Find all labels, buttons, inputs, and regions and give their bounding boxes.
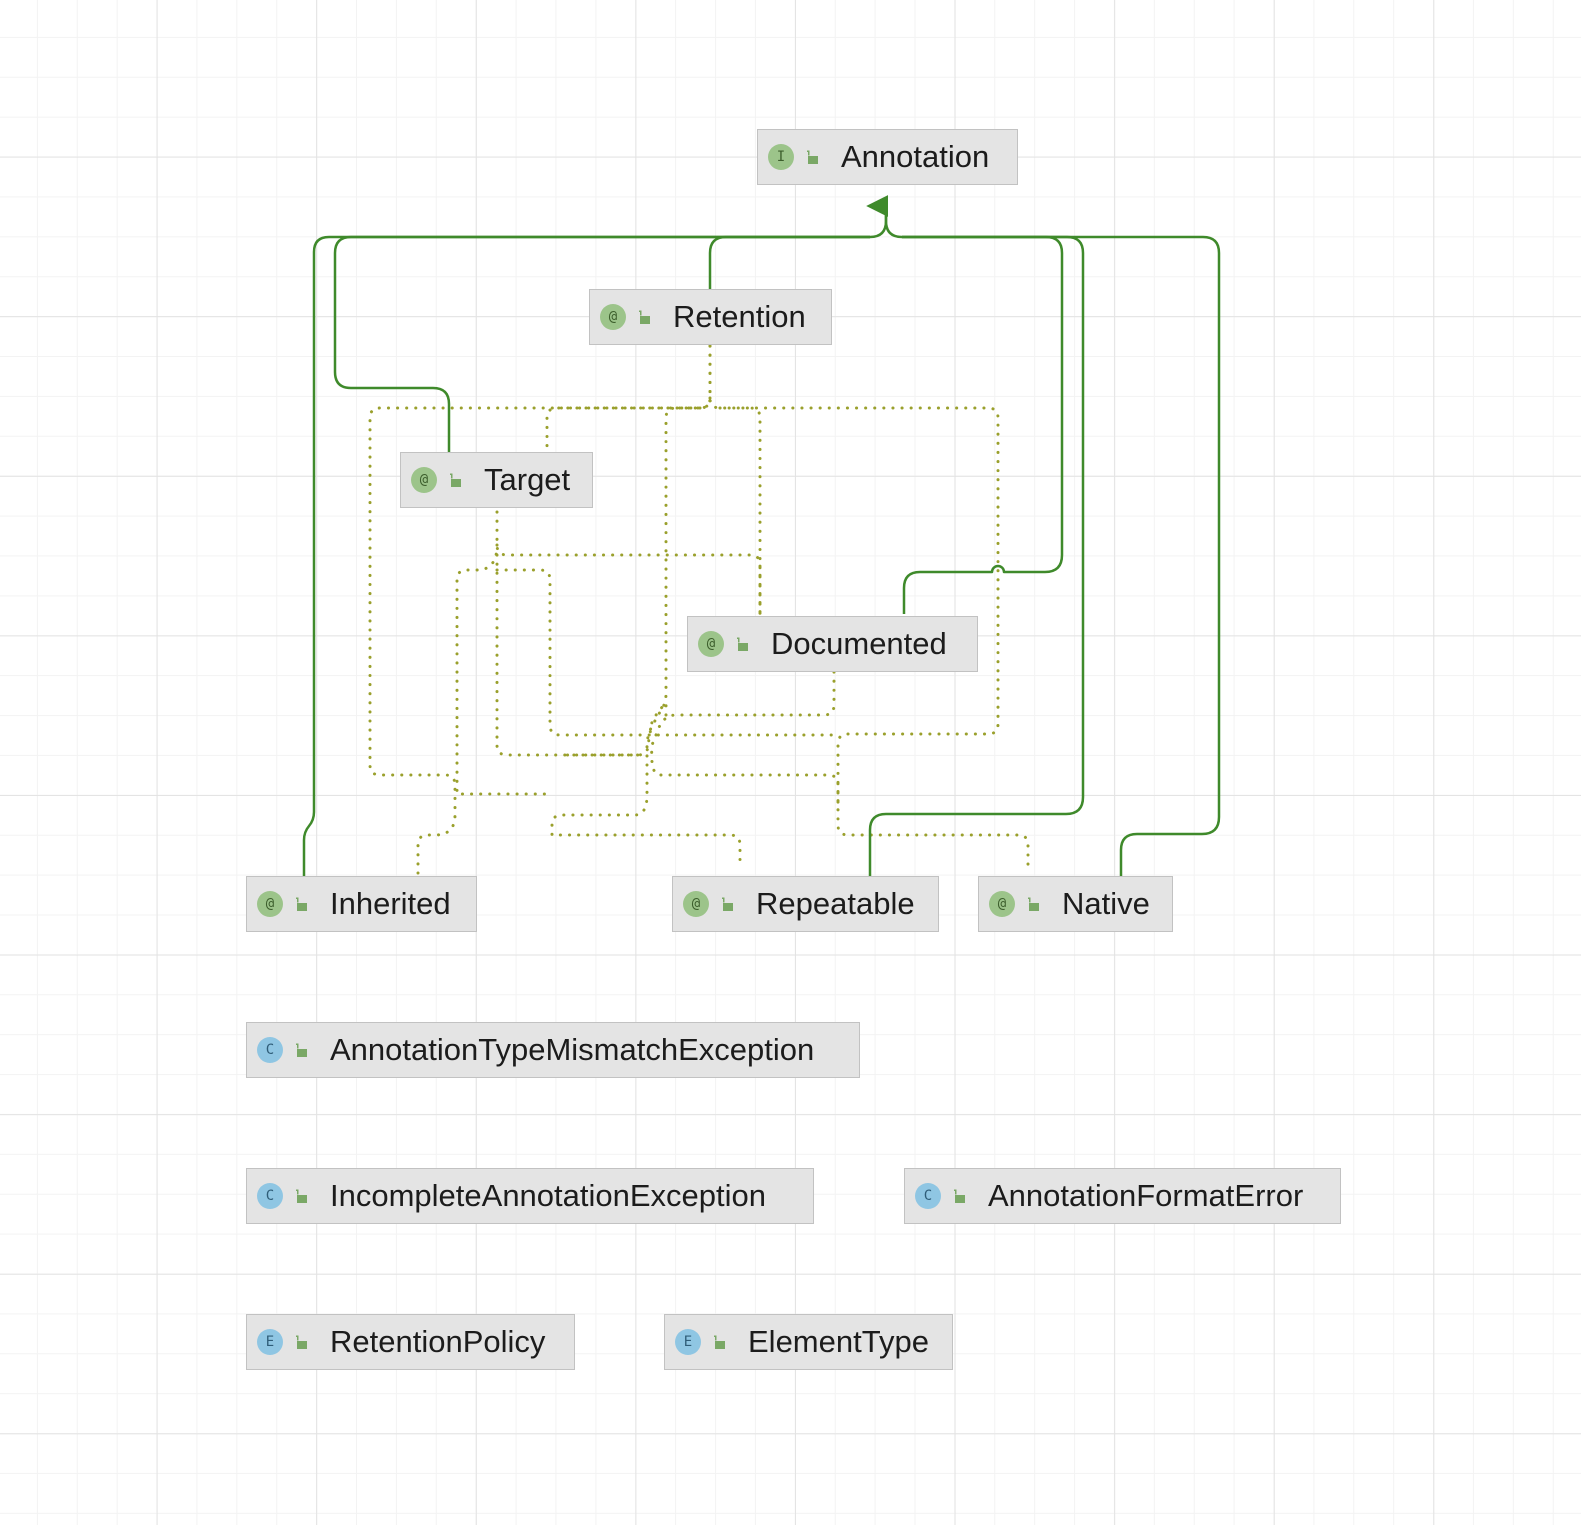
unlocked-padlock-icon [954, 1189, 965, 1203]
node-label: Repeatable [756, 886, 915, 921]
node-label: Inherited [330, 886, 451, 921]
node-annotation-format-error[interactable]: C AnnotationFormatError [904, 1168, 1341, 1224]
node-annotation[interactable]: I Annotation [757, 129, 1018, 185]
node-retention[interactable]: @ Retention [589, 289, 832, 345]
annotation-icon: @ [989, 891, 1015, 917]
node-inherited[interactable]: @ Inherited [246, 876, 477, 932]
annotation-icon: @ [411, 467, 437, 493]
annotation-icon: @ [683, 891, 709, 917]
node-label: Native [1062, 886, 1150, 921]
dependency-edge-retention-repeatable [550, 406, 742, 869]
inheritance-edge-documented [884, 220, 1064, 614]
class-icon: C [915, 1183, 941, 1209]
unlocked-padlock-icon [1028, 897, 1039, 911]
dependency-edge-target-documented [495, 510, 762, 616]
dependency-edges [368, 344, 1030, 877]
node-annotation-type-mismatch-exception[interactable]: C AnnotationTypeMismatchException [246, 1022, 860, 1078]
node-repeatable[interactable]: @ Repeatable [672, 876, 939, 932]
inheritance-edge-repeatable [868, 235, 1085, 876]
annotation-icon: @ [600, 304, 626, 330]
node-label: IncompleteAnnotationException [330, 1178, 767, 1213]
enum-icon: E [675, 1329, 701, 1355]
inheritance-edges [302, 195, 1221, 876]
unlocked-padlock-icon [296, 897, 307, 911]
unlocked-padlock-icon [722, 897, 733, 911]
enum-icon: E [257, 1329, 283, 1355]
node-label: Target [484, 462, 571, 497]
class-icon: C [257, 1037, 283, 1063]
dependency-edge-target-inherited [455, 543, 549, 796]
inheritance-edge-retention [708, 235, 870, 289]
dependency-edge-target-repeatable [495, 553, 647, 757]
dependency-edge-documented-inherited [558, 701, 668, 757]
dependency-edge-documented-repeatable [650, 670, 840, 807]
node-documented[interactable]: @ Documented [687, 616, 978, 672]
interface-icon: I [768, 144, 794, 170]
node-element-type[interactable]: E ElementType [664, 1314, 953, 1370]
dependency-edge-retention-native [718, 406, 1030, 869]
unlocked-padlock-icon [737, 637, 748, 651]
dependency-edge-target-native [495, 568, 840, 737]
node-incomplete-annotation-exception[interactable]: C IncompleteAnnotationException [246, 1168, 814, 1224]
node-label: Documented [771, 626, 947, 661]
unlocked-padlock-icon [639, 310, 650, 324]
node-label: Annotation [841, 139, 990, 174]
node-label: AnnotationFormatError [988, 1178, 1304, 1213]
node-target[interactable]: @ Target [400, 452, 593, 508]
unlocked-padlock-icon [296, 1043, 307, 1057]
inheritance-edge-inherited [302, 207, 888, 876]
class-icon: C [257, 1183, 283, 1209]
node-retention-policy[interactable]: E RetentionPolicy [246, 1314, 575, 1370]
dependency-edge-retention-inherited [368, 396, 712, 877]
unlocked-padlock-icon [296, 1189, 307, 1203]
node-label: Retention [673, 299, 806, 334]
node-label: RetentionPolicy [330, 1324, 546, 1359]
unlocked-padlock-icon [714, 1335, 725, 1349]
node-label: ElementType [748, 1324, 929, 1359]
inheritance-edge-target [333, 235, 870, 479]
unlocked-padlock-icon [807, 150, 818, 164]
dependency-edge-retention-documented [708, 344, 762, 616]
unlocked-padlock-icon [450, 473, 461, 487]
annotation-icon: @ [257, 891, 283, 917]
unlocked-padlock-icon [296, 1335, 307, 1349]
inheritance-edge-native [902, 235, 1221, 876]
annotation-icon: @ [698, 631, 724, 657]
node-label: AnnotationTypeMismatchException [330, 1032, 815, 1067]
node-native[interactable]: @ Native [978, 876, 1173, 932]
